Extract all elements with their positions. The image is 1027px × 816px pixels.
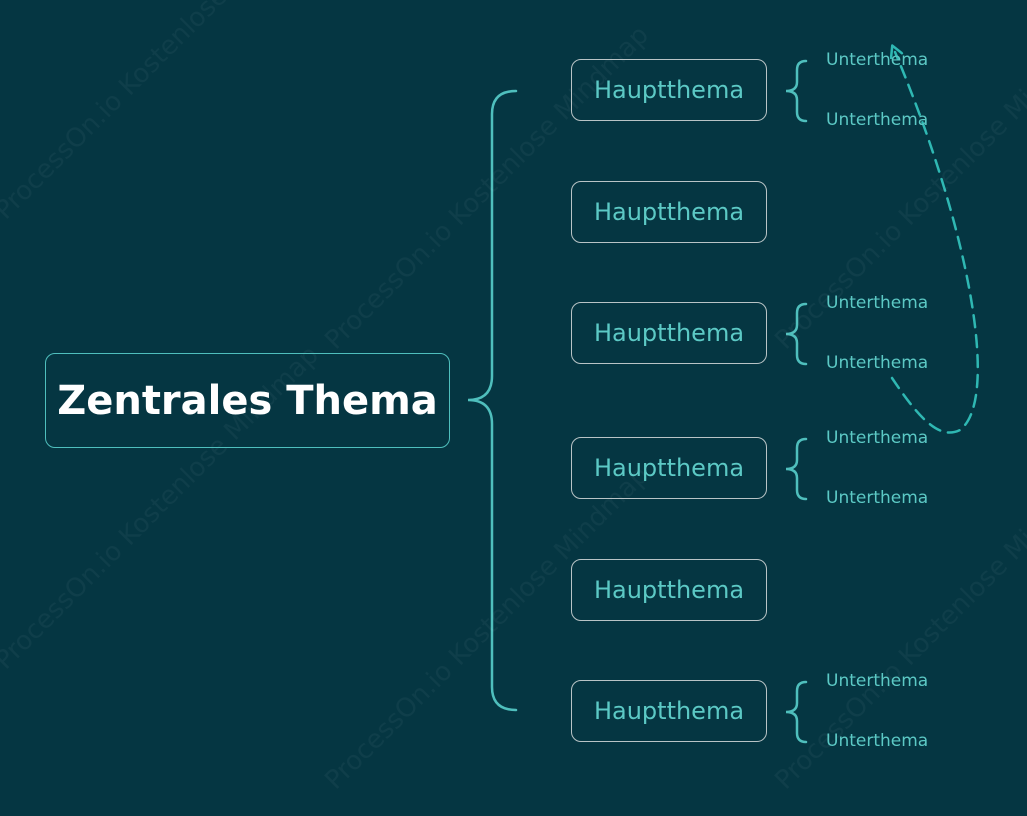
main-topic-3[interactable]: Hauptthema [571, 302, 767, 364]
central-topic-label: Zentrales Thema [57, 377, 438, 424]
sub-brace-3 [785, 302, 808, 366]
main-topic-label: Hauptthema [593, 319, 745, 347]
subtopic-1-2[interactable]: Unterthema [826, 110, 929, 130]
central-topic[interactable]: Zentrales Thema [45, 353, 450, 448]
main-topic-4[interactable]: Hauptthema [571, 437, 767, 499]
main-topic-6[interactable]: Hauptthema [571, 680, 767, 742]
main-topic-label: Hauptthema [593, 697, 745, 725]
subtopic-4-1[interactable]: Unterthema [826, 428, 929, 448]
subtopic-4-2[interactable]: Unterthema [826, 488, 929, 508]
subtopic-6-1[interactable]: Unterthema [826, 671, 929, 691]
main-topic-label: Hauptthema [593, 576, 745, 604]
main-topic-label: Hauptthema [593, 454, 745, 482]
sub-brace-6 [785, 680, 808, 744]
subtopic-3-1[interactable]: Unterthema [826, 293, 929, 313]
main-topic-label: Hauptthema [593, 198, 745, 226]
main-brace [467, 89, 518, 712]
subtopic-1-1[interactable]: Unterthema [826, 50, 929, 70]
main-topic-1[interactable]: Hauptthema [571, 59, 767, 121]
sub-brace-4 [785, 437, 808, 501]
main-topic-5[interactable]: Hauptthema [571, 559, 767, 621]
main-topic-2[interactable]: Hauptthema [571, 181, 767, 243]
subtopic-6-2[interactable]: Unterthema [826, 731, 929, 751]
main-topic-label: Hauptthema [593, 76, 745, 104]
relationship-arrow [892, 52, 979, 434]
sub-brace-1 [785, 59, 808, 123]
subtopic-3-2[interactable]: Unterthema [826, 353, 929, 373]
